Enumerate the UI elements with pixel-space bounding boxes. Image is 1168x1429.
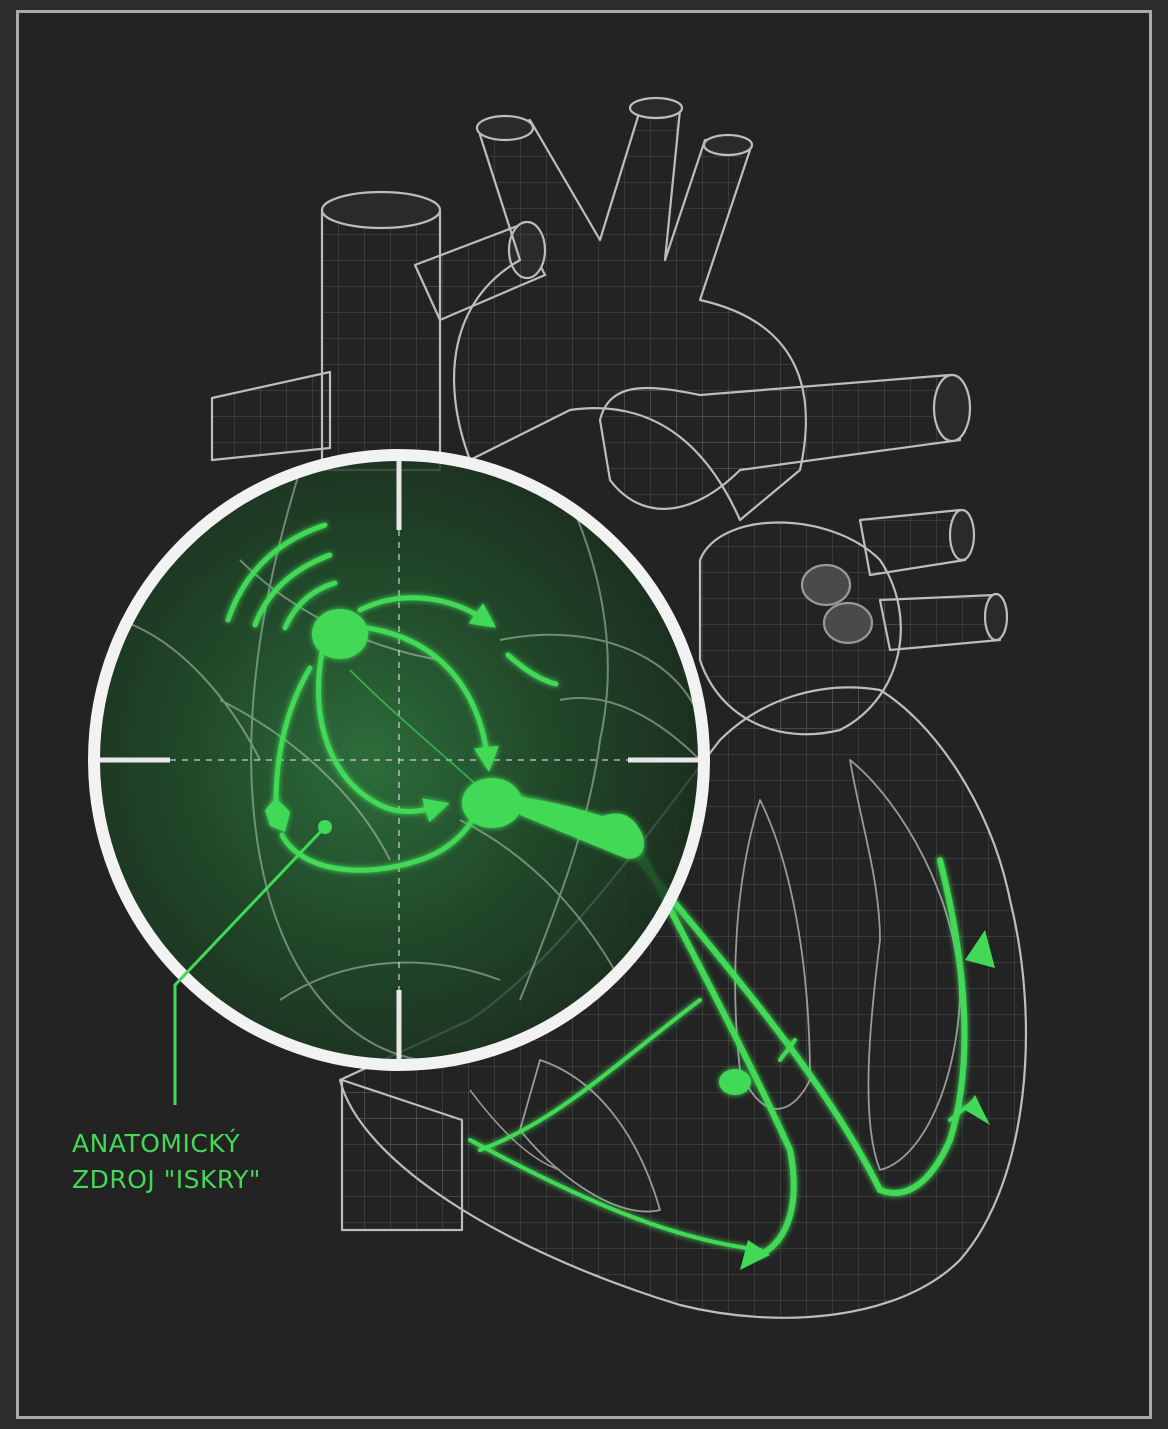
superior-vena-cava-icon — [322, 210, 440, 470]
sa-node — [312, 609, 368, 659]
callout-line-1: ANATOMICKÝ — [72, 1126, 261, 1162]
av-node — [462, 778, 522, 828]
callout-label: ANATOMICKÝ ZDROJ "ISKRY" — [72, 1126, 261, 1198]
callout-line-2: ZDROJ "ISKRY" — [72, 1162, 261, 1198]
bundle-node — [719, 1069, 751, 1095]
